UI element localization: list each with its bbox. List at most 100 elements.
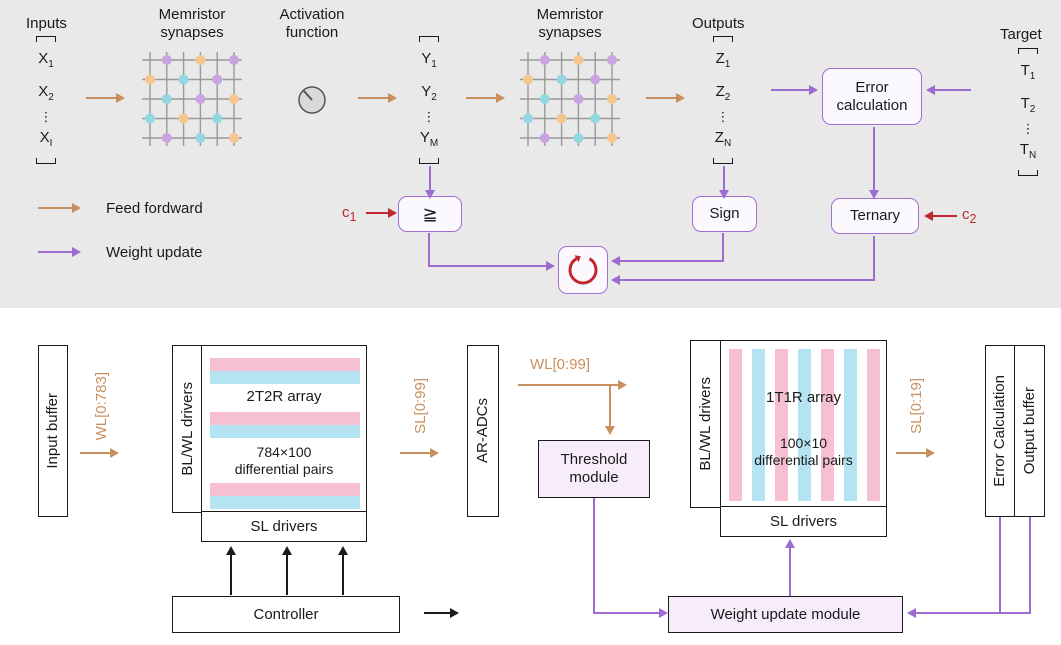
legend-feedforward-arrow-head: [72, 203, 81, 213]
wu-ge-to-loop-hline: [428, 265, 546, 267]
bracket-bottom: [419, 158, 439, 164]
wu-arrow-target-to-error-head: [926, 85, 935, 95]
bracket-top: [419, 36, 439, 42]
memristor-crossbar-1: [142, 52, 242, 146]
wl99-arrow-down-head: [605, 426, 615, 435]
wu-ge-to-loop-head: [546, 261, 555, 271]
ff-arrow-inputs-line: [86, 97, 116, 99]
memristor-row-stripe: [210, 412, 360, 425]
memristor-crossbar-2: [520, 52, 620, 146]
synapses1-title: Memristor synapses: [158, 6, 226, 41]
array2-pairs: differential pairs: [754, 452, 853, 468]
ff-arrow-outputs-line: [646, 97, 676, 99]
threshold-operator-box: ≧: [398, 196, 462, 232]
wu-arrow-z-to-error-head: [809, 85, 818, 95]
wu-arrow-target-to-error-line: [935, 89, 971, 91]
memristor-row-stripe: [210, 425, 360, 438]
top-panel-background: [0, 0, 1061, 308]
wu-ternary-to-loop-hline: [620, 279, 875, 281]
memristor-row-stripe: [210, 371, 360, 384]
vector-item: T1: [1020, 62, 1036, 82]
memristor-col-stripe: [844, 349, 857, 501]
vector-item: TN: [1019, 141, 1037, 161]
memristor-col-stripe: [867, 349, 880, 501]
error-calculation-box: Error calculation: [822, 68, 922, 125]
ff-arrow-hidden-head: [496, 93, 505, 103]
controller-up-arrow1-line: [230, 555, 232, 595]
wu-ternary-to-loop-head: [611, 275, 620, 285]
array1-size: 784×100: [256, 444, 312, 460]
wu-sign-to-loop-head: [611, 256, 620, 266]
activation-clock-icon: [298, 86, 326, 114]
1t1r-array-box: 1T1R array 100×10 differential pairs: [720, 340, 887, 508]
vector-item: X2: [38, 83, 54, 103]
threshold-module-box: Threshold module: [538, 440, 650, 498]
bracket-top: [1018, 48, 1038, 54]
array2-title: 1T1R array: [765, 389, 842, 406]
sl19-label: SL[0:19]: [908, 378, 925, 434]
threshold-operator-symbol: ≧: [422, 203, 438, 224]
sl-drivers2-label: SL drivers: [770, 512, 837, 530]
memristor-col-stripe: [821, 349, 834, 501]
wu-sign-to-loop-vline: [722, 233, 724, 262]
ff-arrow-hidden-line: [466, 97, 496, 99]
activation-title: Activation function: [279, 6, 345, 41]
2t2r-array-box: 2T2R array 784×100 differential pairs: [201, 345, 367, 513]
vector-item: T2: [1020, 95, 1036, 115]
inputs-title: Inputs: [26, 15, 67, 32]
weight-update-module-box: Weight update module: [668, 596, 903, 633]
array1-title: 2T2R array: [246, 388, 322, 405]
c1-label: c1: [342, 204, 357, 224]
wl783-arrow-line: [80, 452, 110, 454]
wl99-arrow-vline: [609, 384, 611, 426]
wu-sign-to-loop-hline: [620, 260, 724, 262]
wu-drop-z-line: [723, 166, 725, 190]
vector-item: Z1: [715, 50, 731, 70]
output-vector: Z1 Z2 ⋮ ZN: [706, 36, 740, 164]
error-calculation-bottom-box: Error Calculation: [985, 345, 1015, 517]
blwl-drivers1-label: BL/WL drivers: [178, 382, 196, 476]
wu-arrow-z-to-error-line: [771, 89, 809, 91]
controller-up-arrow3-line: [342, 555, 344, 595]
hidden-vector: Y1 Y2 ⋮ YM: [412, 36, 446, 164]
output-buffer-box: Output buffer: [1014, 345, 1045, 517]
bracket-top: [36, 36, 56, 42]
vector-item: X1: [38, 50, 54, 70]
vector-item: ZN: [714, 129, 732, 149]
blwl-drivers1-box: BL/WL drivers: [172, 345, 203, 513]
legend-weight-update-arrow-head: [72, 247, 81, 257]
legend-feedforward-arrow-line: [38, 207, 72, 209]
ternary-label: Ternary: [849, 207, 901, 225]
wl783-arrow-head: [110, 448, 119, 458]
vertical-ellipsis: ⋮: [716, 109, 730, 124]
controller-up-arrow2-head: [282, 546, 292, 555]
legend-feedforward-label: Feed fordward: [106, 200, 203, 217]
wu-right-to-module-head: [907, 608, 916, 618]
vector-item: XI: [39, 129, 53, 149]
c2-arrow-line: [933, 215, 957, 217]
outputs-title: Outputs: [692, 15, 745, 32]
wl99-arrow-right-head: [618, 380, 627, 390]
wu-ge-to-loop-vline: [428, 233, 430, 267]
threshold-module-label: Threshold module: [560, 451, 628, 486]
ff-arrow-activation-head: [388, 93, 397, 103]
wu-drop-y-line: [429, 166, 431, 190]
input-buffer-label: Input buffer: [44, 393, 61, 469]
input-vector: X1 X2 ⋮ XI: [29, 36, 63, 164]
c2-label: c2: [962, 206, 977, 226]
sl-drivers2-box: SL drivers: [720, 506, 887, 537]
sl19-arrow-line: [896, 452, 926, 454]
wu-drop-z-head: [719, 190, 729, 199]
sign-label: Sign: [709, 205, 740, 223]
wu-drop-y-head: [425, 190, 435, 199]
controller-up-arrow3-head: [338, 546, 348, 555]
ff-arrow-activation-line: [358, 97, 388, 99]
c1-arrow-line: [366, 212, 388, 214]
error-calculation-bottom-label: Error Calculation: [991, 375, 1008, 487]
ar-adcs-label: AR-ADCs: [474, 398, 491, 464]
memristor-col-stripe: [798, 349, 811, 501]
vertical-ellipsis: ⋮: [1021, 121, 1035, 136]
blwl-drivers2-box: BL/WL drivers: [690, 340, 721, 508]
array2-size: 100×10: [779, 435, 828, 451]
sl-drivers1-box: SL drivers: [201, 511, 367, 542]
